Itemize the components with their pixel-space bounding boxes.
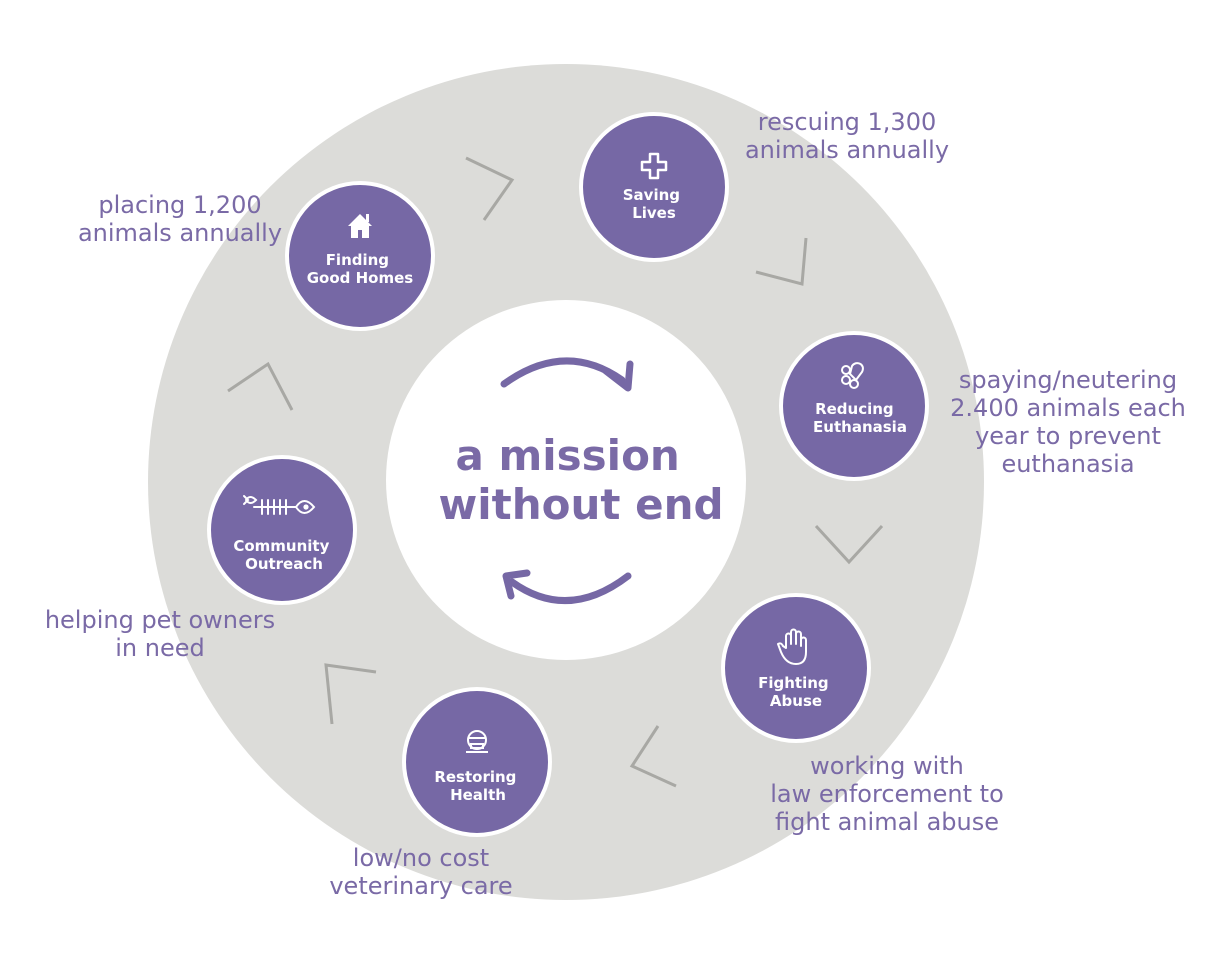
caption-line: working with — [810, 752, 964, 780]
node-saving-lives: Saving Lives — [579, 112, 729, 262]
caption-line: animals annually — [744, 136, 950, 164]
node-label-line: Good Homes — [307, 269, 414, 287]
node-label-line: Reducing — [815, 400, 894, 418]
node-label-line: Restoring — [434, 768, 516, 786]
chevrons — [227, 156, 884, 788]
node-fighting-abuse: Fighting Abuse — [721, 593, 871, 743]
caption-line: law enforcement to — [770, 780, 1004, 808]
node-label-line: Fighting — [758, 674, 829, 692]
chevron-arrow-5 — [324, 663, 377, 725]
chevron-arrow-6 — [227, 361, 294, 411]
node-circle-finding-good-homes — [285, 181, 435, 331]
raised-hand-icon — [777, 628, 807, 665]
paw-heart-icon — [841, 362, 864, 389]
chevron-arrow-1 — [465, 156, 515, 221]
caption-community-outreach: helping pet owners in need — [30, 606, 290, 662]
node-label-reducing-euthanasia: Reducing Euthanasia — [813, 400, 907, 436]
node-finding-good-homes: Finding Good Homes — [285, 181, 435, 331]
caption-line: low/no cost — [352, 844, 490, 872]
chevron-arrow-4 — [629, 725, 677, 788]
vet-face-icon — [466, 730, 488, 753]
node-circle-community-outreach — [207, 455, 357, 605]
fish-bone-icon — [243, 495, 316, 515]
node-reducing-euthanasia: Reducing Euthanasia — [779, 331, 929, 481]
medical-cross-icon — [640, 152, 668, 180]
caption-line: rescuing 1,300 — [757, 108, 937, 136]
node-label-community-outreach: Community Outreach — [233, 537, 334, 573]
node-label-saving-lives: Saving Lives — [623, 186, 686, 222]
caption-line: year to prevent — [975, 422, 1161, 450]
caption-line: animals annually — [77, 219, 283, 247]
caption-line: fight animal abuse — [775, 808, 999, 836]
node-restoring-health: Restoring Health — [402, 687, 552, 837]
caption-line: placing 1,200 — [98, 191, 262, 219]
node-label-line: Community — [233, 537, 329, 555]
node-label-fighting-abuse: Fighting Abuse — [758, 674, 834, 710]
node-label-line: Euthanasia — [813, 418, 907, 436]
caption-saving-lives: rescuing 1,300 animals annually — [742, 108, 952, 164]
caption-restoring-health: low/no cost veterinary care — [314, 844, 528, 900]
chevron-arrow-3 — [814, 524, 884, 565]
caption-fighting-abuse: working with law enforcement to fight an… — [754, 752, 1020, 836]
caption-line: helping pet owners — [44, 606, 276, 634]
caption-finding-good-homes: placing 1,200 animals annually — [72, 191, 288, 247]
node-community-outreach: Community Outreach — [207, 455, 357, 605]
center-title-line-1: a mission — [456, 431, 680, 480]
cycle-arrow-top-head — [602, 360, 634, 392]
node-circle-saving-lives — [579, 112, 729, 262]
cycle-arrow-bottom — [508, 572, 632, 604]
cycle-arrow-bottom-head — [502, 569, 531, 600]
node-label-line: Lives — [632, 204, 676, 222]
node-circle-fighting-abuse — [721, 593, 871, 743]
chevron-arrow-2 — [755, 237, 808, 286]
node-circle-restoring-health — [402, 687, 552, 837]
center-circle — [386, 300, 746, 660]
node-label-finding-good-homes: Finding Good Homes — [307, 251, 414, 287]
house-icon — [348, 214, 372, 238]
center-title-line-2: without end — [438, 480, 723, 529]
node-label-restoring-health: Restoring Health — [434, 768, 521, 804]
node-label-line: Outreach — [245, 555, 323, 573]
caption-line: 2.400 animals each — [950, 394, 1186, 422]
caption-reducing-euthanasia: spaying/neutering 2.400 animals each yea… — [934, 366, 1202, 478]
cycle-arrows — [500, 357, 634, 604]
node-label-line: Health — [450, 786, 506, 804]
caption-line: euthanasia — [1001, 450, 1135, 478]
center-title: a mission without end — [438, 431, 723, 529]
node-label-line: Abuse — [770, 692, 822, 710]
node-label-line: Finding — [326, 251, 389, 269]
caption-line: spaying/neutering — [958, 366, 1178, 394]
caption-line: veterinary care — [329, 872, 513, 900]
caption-line: in need — [115, 634, 205, 662]
node-label-line: Saving — [623, 186, 680, 204]
node-circle-reducing-euthanasia — [779, 331, 929, 481]
